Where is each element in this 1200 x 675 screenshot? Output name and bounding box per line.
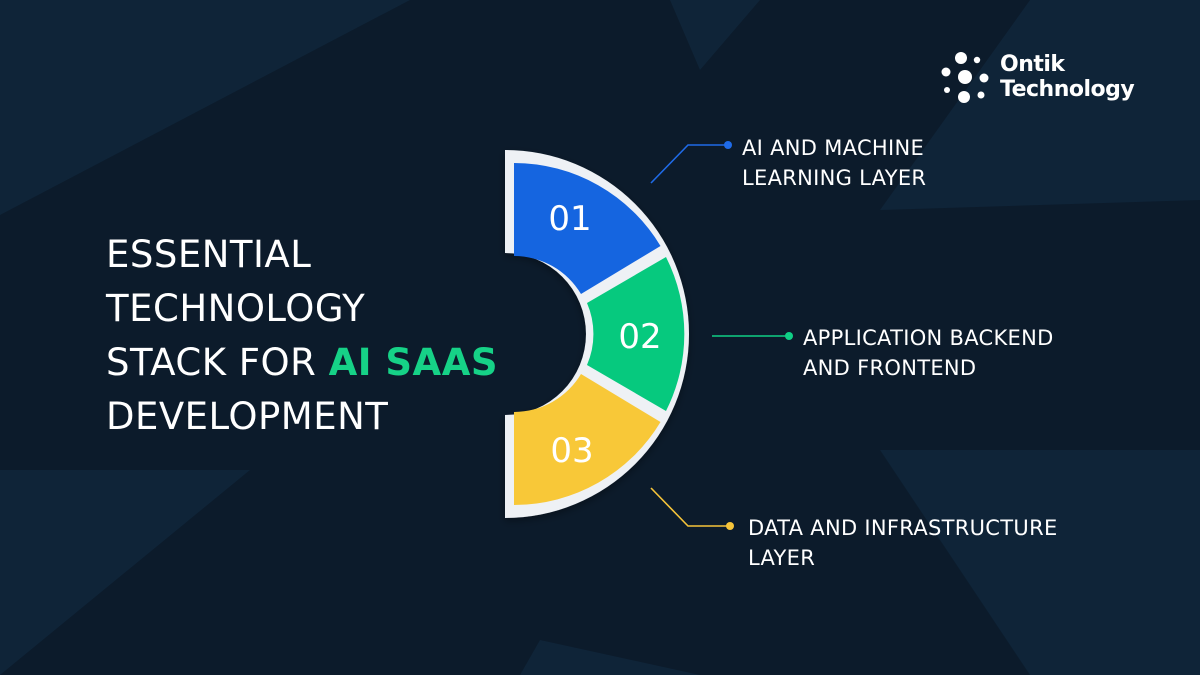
- title-accent: AI SAAS: [328, 341, 498, 384]
- bg-shape-bottom-right: [880, 450, 1200, 675]
- layer-03-label-line2: LAYER: [748, 546, 816, 570]
- segment-02[interactable]: [587, 257, 685, 411]
- layer-03-label-line1: DATA AND INFRASTRUCTURE: [748, 516, 1058, 540]
- dots-cluster-icon: [941, 52, 989, 103]
- title-line-3: STACK FOR AI SAAS: [106, 336, 526, 390]
- segment-03-number: 03: [550, 431, 593, 471]
- bg-triangle-bottom: [520, 640, 700, 675]
- segment-03[interactable]: [514, 374, 661, 505]
- connector-03: [650, 487, 728, 527]
- connector-03-dot: [726, 522, 734, 530]
- bg-triangle-bottom-left: [0, 470, 250, 675]
- layer-01-label-line1: AI AND MACHINE: [742, 136, 925, 160]
- connector-01: [650, 144, 727, 184]
- brand-logo[interactable]: Ontik Technology: [940, 50, 1150, 110]
- segment-02-number: 02: [618, 317, 661, 357]
- brand-name: Ontik Technology: [1000, 52, 1135, 102]
- title-line-1: ESSENTIAL: [106, 233, 312, 276]
- connector-02-dot: [785, 332, 793, 340]
- bg-triangle-top-left: [0, 0, 410, 215]
- title-line-2: TECHNOLOGY: [106, 287, 366, 330]
- brand-name-line2: Technology: [1000, 77, 1135, 102]
- layer-01-label: AI AND MACHINE LEARNING LAYER: [742, 133, 926, 193]
- segment-01[interactable]: [514, 163, 661, 294]
- brand-name-line1: Ontik: [1000, 52, 1065, 77]
- layer-02-label: APPLICATION BACKEND AND FRONTEND: [803, 323, 1054, 383]
- layer-02-label-line1: APPLICATION BACKEND: [803, 326, 1054, 350]
- title-line-4: DEVELOPMENT: [106, 395, 389, 438]
- segment-01-number: 01: [548, 199, 591, 239]
- bg-shape-right: [880, 0, 1200, 210]
- bg-triangle-top: [670, 0, 760, 70]
- layer-02-label-line2: AND FRONTEND: [803, 356, 977, 380]
- title-line-3-prefix: STACK FOR: [106, 341, 329, 384]
- layer-03-label: DATA AND INFRASTRUCTURE LAYER: [748, 513, 1058, 573]
- layer-01-label-line2: LEARNING LAYER: [742, 166, 927, 190]
- page-title: ESSENTIAL TECHNOLOGY STACK FOR AI SAAS D…: [106, 228, 526, 444]
- connector-01-dot: [724, 141, 732, 149]
